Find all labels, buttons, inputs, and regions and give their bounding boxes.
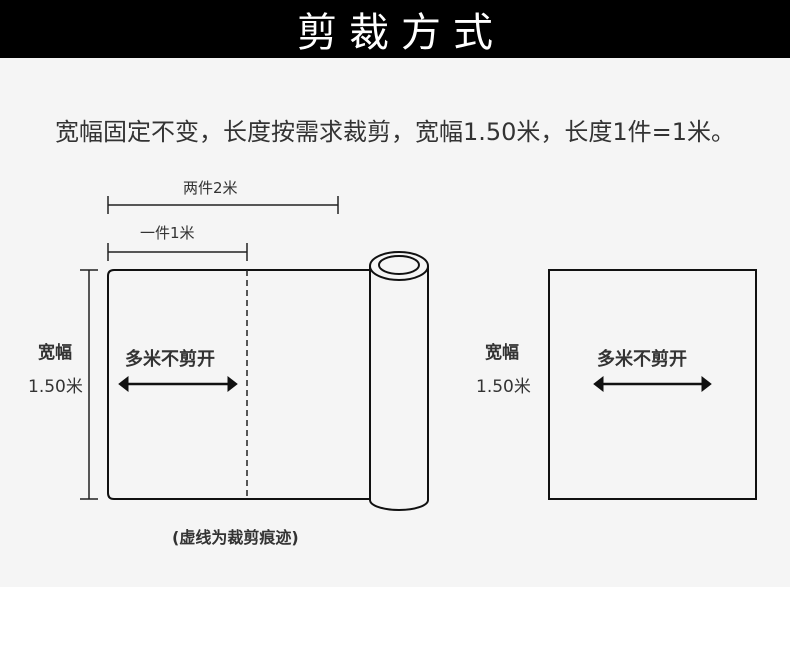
dimension-two-label: 两件2米	[183, 179, 238, 197]
dashed-line-note: (虚线为裁剪痕迹)	[172, 528, 299, 547]
cutting-description: 宽幅固定不变，长度按需求裁剪，宽幅1.50米，长度1件=1米。	[54, 118, 736, 146]
header-banner: 剪裁方式	[0, 0, 790, 58]
double-arrow-icon	[118, 375, 238, 393]
fabric-roll-icon	[369, 251, 429, 511]
dimension-one-piece	[107, 243, 248, 261]
dimension-width	[80, 269, 98, 500]
fabric-sheet	[107, 269, 370, 500]
width-value: 1.50米	[28, 377, 83, 397]
width-value: 1.50米	[476, 377, 531, 397]
no-cut-label: 多米不剪开	[125, 349, 215, 370]
no-cut-label: 多米不剪开	[597, 349, 687, 370]
page-title: 剪裁方式	[297, 10, 505, 56]
fabric-piece-rect	[548, 269, 757, 500]
double-arrow-icon	[593, 375, 712, 393]
width-label: 宽幅	[38, 343, 72, 363]
width-label: 宽幅	[485, 343, 519, 363]
dimension-one-label: 一件1米	[140, 224, 195, 242]
dimension-two-pieces	[107, 196, 339, 214]
